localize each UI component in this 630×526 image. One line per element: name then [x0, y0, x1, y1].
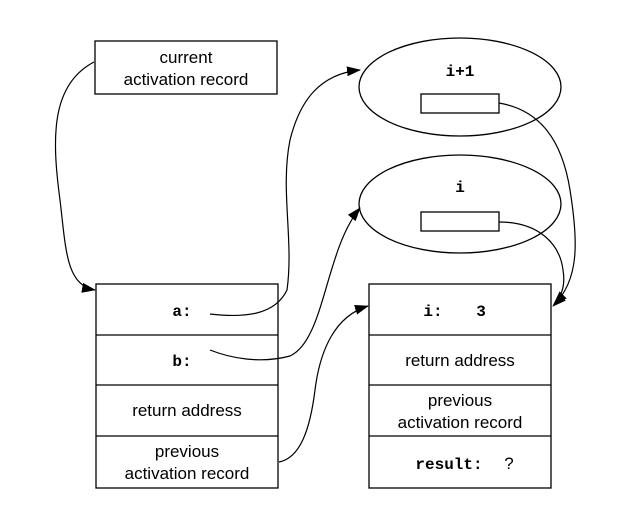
ellipse-slot-i-plus-1 [420, 93, 500, 114]
left-field-b: b: [172, 353, 191, 371]
current-activation-record-box: current activation record [94, 40, 278, 95]
current-record-line2: activation record [124, 70, 249, 89]
right-previous-line1: previous [428, 391, 492, 410]
left-previous-line1: previous [155, 442, 219, 461]
right-result-value: ? [504, 454, 513, 473]
right-previous-line2: activation record [398, 413, 523, 432]
arrow-current-to-left-record [54, 61, 96, 293]
current-record-line1: current [160, 48, 213, 67]
right-field-i-value: 3 [476, 303, 486, 321]
ellipse-label-i: i [455, 179, 465, 197]
right-return-address: return address [405, 351, 515, 370]
ellipse-slot-i [420, 211, 500, 232]
left-return-address: return address [132, 401, 242, 420]
variable-ellipse-i: i [358, 154, 562, 254]
arrow-i-slot-to-i-field [498, 221, 567, 305]
left-previous-line2: activation record [125, 464, 250, 483]
left-activation-record: a: b: return address previous activation… [95, 283, 279, 489]
arrow-b-to-i [209, 207, 361, 361]
right-field-i-label: i: [423, 303, 442, 321]
right-result-label: result: [415, 456, 482, 474]
right-activation-record: i: 3 return address previous activation … [368, 283, 552, 489]
left-field-a: a: [172, 303, 191, 321]
variable-ellipse-i-plus-1: i+1 [358, 37, 562, 137]
arrow-left-previous-to-right-record [278, 304, 369, 463]
ellipse-label-i-plus-1: i+1 [446, 63, 475, 81]
arrow-a-to-i-plus-1 [209, 66, 361, 317]
arrow-i-plus-1-slot-to-i-field [498, 102, 576, 307]
